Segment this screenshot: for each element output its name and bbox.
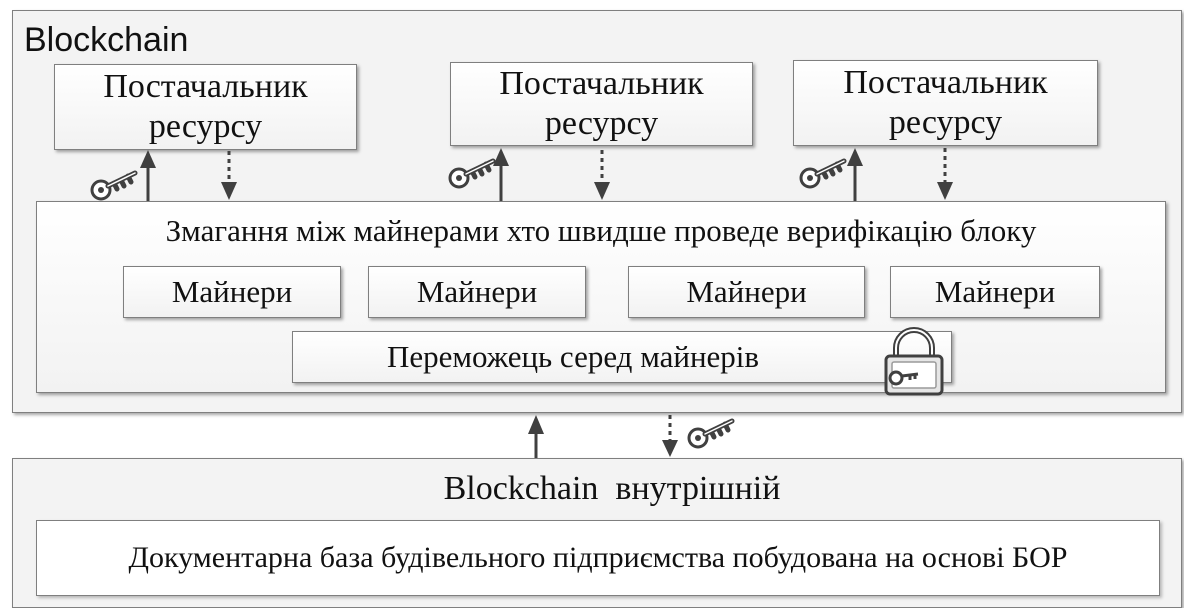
resource-provider-label: Постачальник ресурсу bbox=[103, 68, 308, 145]
miners-box-3: Майнери bbox=[628, 266, 865, 318]
internal-blockchain-title: Blockchain внутрішній bbox=[443, 470, 781, 507]
miners-box-1: Майнери bbox=[123, 266, 341, 318]
upward-arrow-3 bbox=[847, 148, 863, 201]
key-icon bbox=[689, 421, 732, 447]
key-icon bbox=[92, 173, 135, 199]
upward-arrow-1 bbox=[140, 150, 156, 201]
winner-box: Переможець серед майнерів bbox=[292, 331, 952, 383]
document-base-label: Документарна база будівельного підприємс… bbox=[128, 541, 1068, 574]
key-icon bbox=[801, 161, 844, 187]
miners-label: Майнери bbox=[686, 274, 807, 309]
document-base-box: Документарна база будівельного підприємс… bbox=[36, 520, 1160, 596]
miners-label: Майнери bbox=[171, 274, 293, 309]
resource-provider-label: Постачальник ресурсу bbox=[499, 65, 704, 142]
resource-provider-2: Постачальник ресурсу bbox=[450, 62, 753, 146]
resource-provider-label: Постачальник ресурсу bbox=[843, 64, 1048, 141]
blockchain-title: Blockchain bbox=[24, 21, 189, 59]
padlock-icon bbox=[884, 327, 944, 396]
miners-label: Майнери bbox=[934, 274, 1056, 309]
downward-dashed-arrow-3 bbox=[937, 148, 953, 200]
miners-label: Майнери bbox=[416, 274, 538, 309]
resource-provider-3: Постачальник ресурсу bbox=[793, 60, 1098, 146]
downward-dashed-arrow-internal bbox=[662, 415, 678, 457]
competition-title: Змагання між майнерами хто швидше провед… bbox=[165, 213, 1037, 248]
miners-box-2: Майнери bbox=[368, 266, 586, 318]
miners-box-4: Майнери bbox=[890, 266, 1100, 318]
upward-arrow-2 bbox=[493, 148, 509, 201]
upward-arrow-internal bbox=[528, 415, 544, 458]
downward-dashed-arrow-1 bbox=[221, 151, 237, 200]
downward-dashed-arrow-2 bbox=[594, 150, 610, 200]
winner-label: Переможець серед майнерів bbox=[386, 339, 760, 374]
key-icon bbox=[450, 161, 493, 187]
resource-provider-1: Постачальник ресурсу bbox=[54, 64, 357, 150]
